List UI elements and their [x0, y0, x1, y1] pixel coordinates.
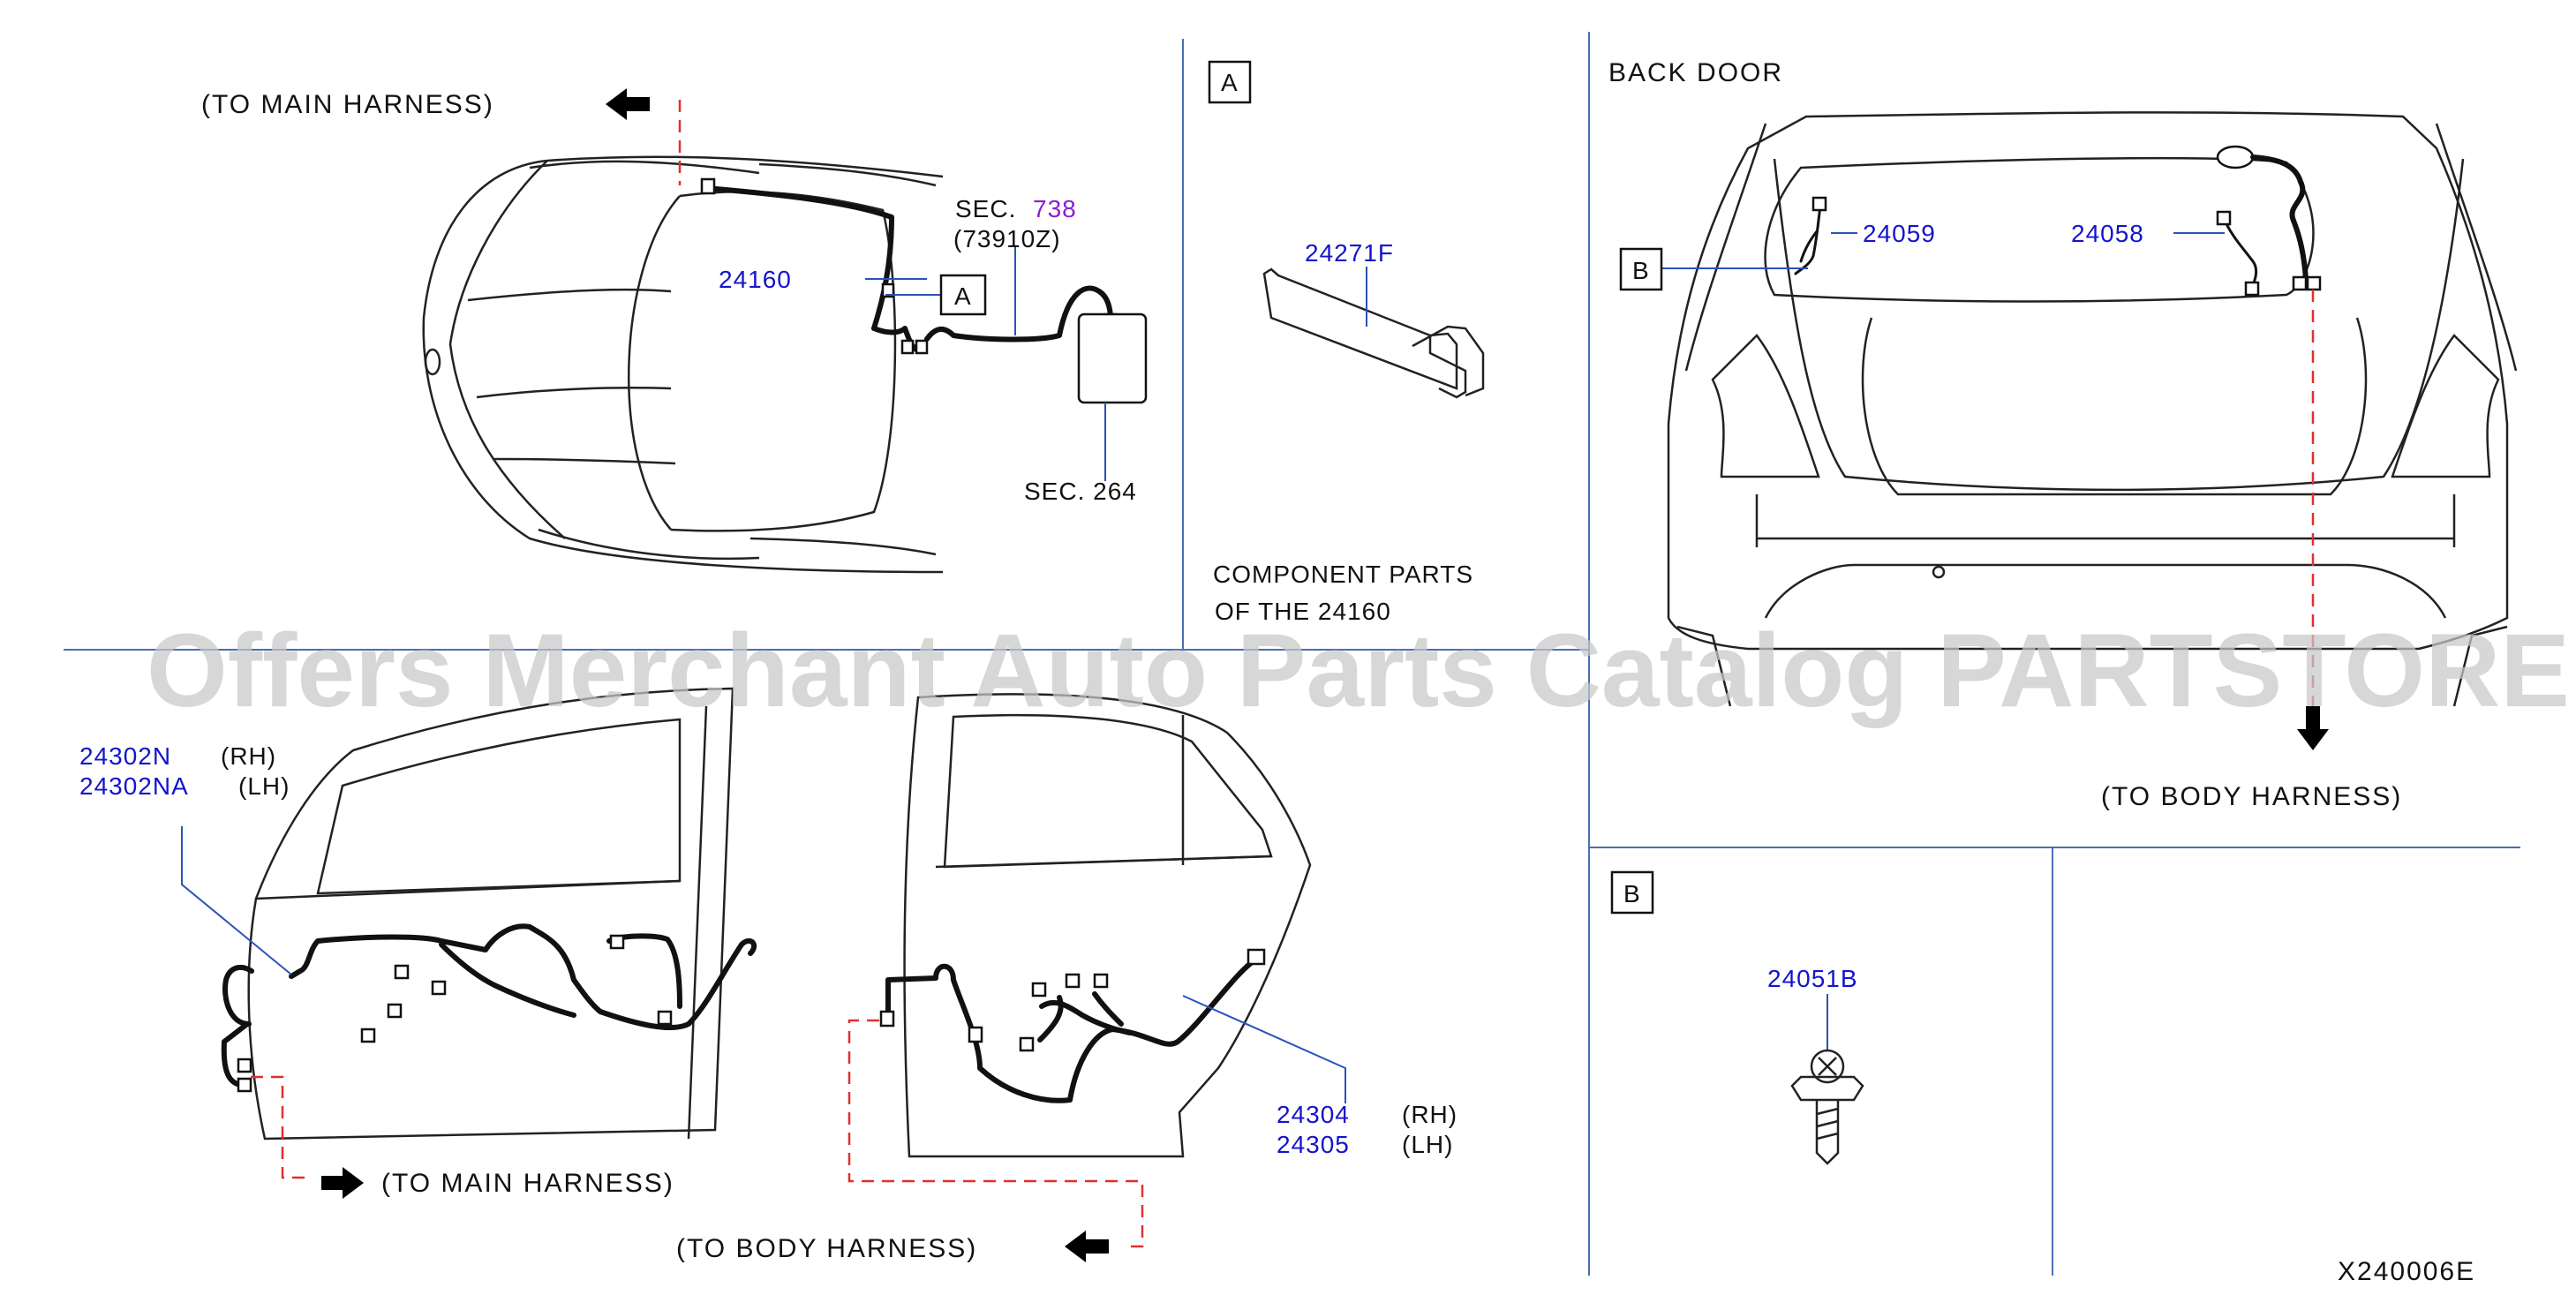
- part-number-24302na: 24302NA: [79, 772, 189, 800]
- arrow-left-bottom-icon: [1065, 1231, 1109, 1262]
- label-73910z: (73910Z): [953, 225, 1061, 252]
- ref-label-a-top: A: [954, 282, 972, 310]
- harness-24302n: [221, 923, 757, 1093]
- panel-dividers: [64, 32, 2520, 1276]
- label-lh-2: (LH): [1402, 1131, 1453, 1158]
- label-to-body-harness-right: (TO BODY HARNESS): [2101, 782, 2402, 811]
- part-number-24160: 24160: [719, 266, 792, 293]
- label-to-body-harness-bottom: (TO BODY HARNESS): [676, 1234, 977, 1263]
- back-door-illustration: [1667, 111, 2518, 707]
- arrow-right-icon: [321, 1167, 364, 1199]
- panel-label-a: A: [1221, 69, 1239, 96]
- panel-label-b: B: [1623, 880, 1641, 907]
- ref-box-a-top: [939, 274, 987, 316]
- module-box: [1077, 312, 1148, 404]
- part-number-24058: 24058: [2071, 220, 2144, 247]
- part-number-24059: 24059: [1863, 220, 1936, 247]
- part-number-24304: 24304: [1277, 1101, 1350, 1128]
- connector: [900, 339, 915, 355]
- ref-box-b-back: [1619, 247, 1663, 291]
- connector: [915, 339, 929, 355]
- rear-door-illustration: [903, 693, 1312, 1158]
- part-number-24305: 24305: [1277, 1131, 1350, 1158]
- label-rh-1: (RH): [221, 742, 276, 770]
- label-sec-738-prefix: SEC.: [955, 195, 1016, 222]
- label-sec-264: SEC. 264: [1024, 478, 1137, 505]
- watermark: Offers Merchant Auto Parts Catalog PARTS…: [147, 613, 2576, 729]
- diagram-code: X240006E: [2338, 1257, 2475, 1286]
- panel-box-a: [1208, 60, 1252, 104]
- arrow-down-icon: [2297, 706, 2329, 750]
- front-door-illustration: [247, 687, 734, 1141]
- component-24271f: [1262, 267, 1485, 399]
- part-number-24271f: 24271F: [1305, 239, 1394, 267]
- label-back-door: BACK DOOR: [1608, 58, 1783, 87]
- part-number-24051b: 24051B: [1767, 965, 1858, 992]
- connector: [881, 282, 895, 298]
- harness-back-door-main: [2216, 145, 2322, 291]
- label-lh-1: (LH): [238, 772, 290, 800]
- label-component-parts-1: COMPONENT PARTS: [1213, 561, 1473, 588]
- rear-door-leaders: [847, 995, 1346, 1248]
- part-number-24302n: 24302N: [79, 742, 171, 770]
- ref-label-b-back: B: [1632, 257, 1650, 284]
- harness-24160: [700, 177, 1148, 404]
- label-sec-738-num: 738: [1033, 195, 1077, 222]
- harness-24059: [1794, 196, 1827, 275]
- label-to-main-harness-top: (TO MAIN HARNESS): [201, 90, 494, 119]
- back-door-leaders: [1644, 232, 2315, 706]
- car-front-illustration: [422, 155, 944, 574]
- connector: [700, 177, 716, 195]
- panel-box-b: [1610, 870, 1654, 915]
- top-left-leaders: [678, 100, 1106, 481]
- bolt-24051b: [1790, 1049, 1864, 1165]
- label-rh-2: (RH): [1402, 1101, 1457, 1128]
- front-door-leaders: [181, 826, 311, 1179]
- label-to-main-harness-bottom: (TO MAIN HARNESS): [381, 1169, 674, 1198]
- label-component-parts-2: OF THE 24160: [1215, 598, 1391, 625]
- arrow-left-icon: [606, 88, 650, 120]
- harness-24058: [2216, 210, 2260, 297]
- harness-24304: [879, 948, 1266, 1103]
